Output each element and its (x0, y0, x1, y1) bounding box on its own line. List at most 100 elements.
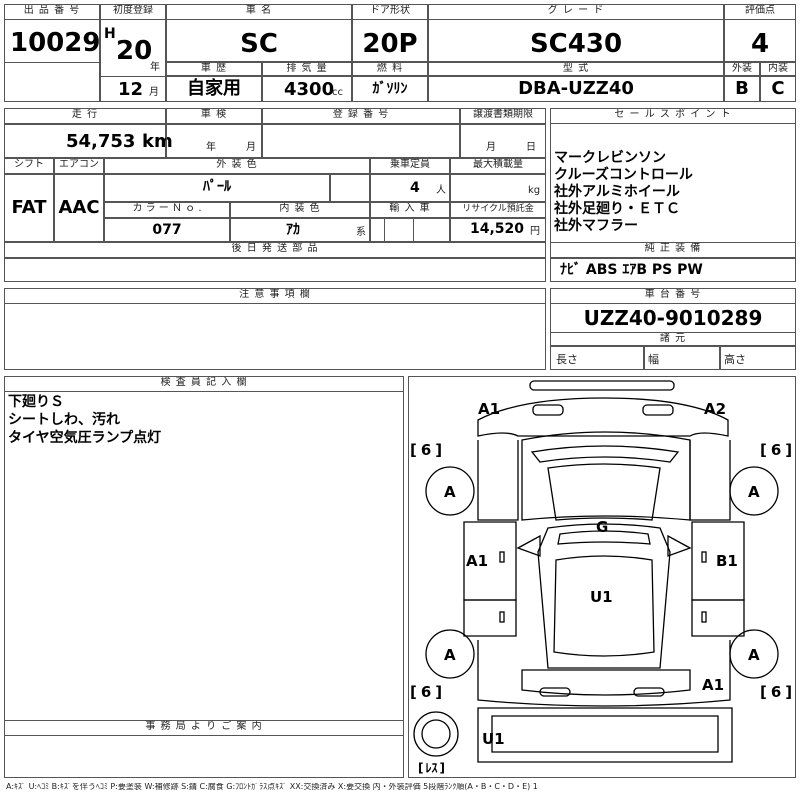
first-reg-year: 20 (116, 36, 153, 66)
max-load-unit: kg (528, 185, 541, 196)
label-floor: U1 (590, 588, 613, 606)
shift: FAT (11, 197, 47, 218)
month-unit: 月 (149, 87, 159, 98)
month-cell (100, 76, 166, 102)
left-mirror (516, 534, 541, 557)
int-color-cell (230, 218, 370, 242)
cabin (537, 523, 671, 669)
first-reg-month: 12 (118, 79, 144, 100)
right-front-fender (689, 440, 731, 521)
width-label: 幅 (648, 353, 659, 366)
rear-lamp-left (539, 687, 571, 697)
label-tire-rl: [6] (410, 683, 442, 701)
label-wheel-rr: A (748, 646, 760, 664)
int-color-unit: 系 (356, 227, 366, 238)
rear-lamp-right (633, 687, 665, 697)
ext-color: ﾊﾟｰﾙ (203, 179, 231, 195)
recycle-cell (450, 218, 546, 242)
fuel-label: 燃 料 (352, 62, 428, 76)
later-parts-cell (4, 258, 546, 282)
model: DBA-UZZ40 (518, 78, 634, 99)
hood (521, 431, 691, 521)
office-label: 事 務 局 よ り ご 案 内 (4, 720, 404, 736)
reg-no-cell (262, 124, 460, 158)
label-roof: G (596, 518, 608, 536)
chassis-no: UZZ40-9010289 (583, 306, 763, 330)
mileage-unit: km (142, 131, 173, 152)
length-label: 長さ (556, 353, 578, 366)
transfer-day-unit: 日 (526, 142, 536, 153)
lot-no-label: 出 品 番 号 (4, 4, 100, 20)
int-color: ｱｶ (286, 222, 300, 238)
label-a2-front: A2 (704, 400, 726, 418)
car-name-label: 車 名 (166, 4, 352, 20)
grade-label: グ レ ー ド (428, 4, 724, 20)
rear-body (477, 640, 731, 707)
max-load-label: 最大積載量 (450, 158, 546, 174)
tire-fl-value: 6 (421, 441, 431, 459)
right-door-2 (691, 599, 745, 637)
label-wheel-fr: A (748, 483, 760, 501)
capacity-unit: 人 (436, 185, 446, 196)
model-cell (428, 76, 724, 102)
label-rear-bottom: U1 (482, 730, 505, 748)
interior-cell (760, 76, 796, 102)
front-bumper (529, 380, 675, 391)
sales-point-2: クルーズコントロール (554, 167, 693, 183)
caution-label: 注 意 事 項 欄 (4, 288, 546, 304)
reg-no-label: 登 録 番 号 (262, 108, 460, 124)
ac-label: エアコン (54, 158, 104, 174)
label-right-side: B1 (716, 552, 738, 570)
legend: A:ｷｽﾞ U:ﾍｺﾐ B:ｷｽﾞを伴うﾍｺﾐ P:要塗装 W:補修跡 S:錆 … (6, 783, 538, 791)
displacement: 4300 (284, 79, 335, 100)
trunk (521, 669, 691, 696)
height-label: 高さ (724, 353, 746, 366)
specs-label: 諸 元 (550, 332, 796, 346)
width-cell (644, 346, 720, 370)
model-label: 型 式 (428, 62, 724, 76)
inspector-label: 検 査 員 記 入 欄 (4, 376, 404, 392)
import-cell (370, 218, 450, 242)
score: 4 (750, 29, 770, 59)
sales-point-5: 社外マフラー (554, 218, 638, 234)
label-rear-right: A1 (702, 676, 724, 694)
first-reg-label: 初度登録 (100, 4, 166, 20)
interior-score: C (771, 78, 785, 99)
inspection-cell (166, 124, 262, 158)
ext-color-cell (104, 174, 330, 202)
tire-rr-value: 6 (771, 683, 781, 701)
import-label: 輸 入 車 (370, 202, 450, 218)
color-no-label: カ ラ ー Ｎ ｏ . (104, 202, 230, 218)
front-grille-right (642, 404, 674, 416)
inspector-line-3: タイヤ空気圧ランプ点灯 (8, 430, 162, 446)
ac-cell (54, 174, 104, 242)
left-handle (499, 551, 505, 563)
left-handle-2 (499, 611, 505, 623)
equipment-cell (550, 258, 796, 282)
sales-label: セ ー ル ス ポ イ ン ト (550, 108, 796, 124)
car-diagram: A1 A2 [6] [6] A A G A1 B1 U1 A A A1 [6] … (410, 380, 792, 775)
chassis-label: 車 台 番 号 (550, 288, 796, 304)
wheel-fr (729, 466, 779, 516)
shift-cell (4, 174, 54, 242)
spare-tire (413, 711, 459, 757)
score-label: 評価点 (724, 4, 796, 20)
shift-label: シフト (4, 158, 54, 174)
length-cell (550, 346, 644, 370)
inspector-line-2: シートしわ、汚れ (8, 412, 120, 428)
wheel-fl (425, 466, 475, 516)
right-handle-2 (701, 611, 707, 623)
inspector-line-1: 下廻りＳ (8, 394, 64, 410)
roof-front (557, 530, 651, 545)
fuel-cell (352, 76, 428, 102)
ext-color-label: 外 装 色 (104, 158, 370, 174)
tire-fr-value: 6 (771, 441, 781, 459)
label-no-spare: [ﾚｽ] (418, 761, 445, 775)
tire-rl-value: 6 (421, 683, 431, 701)
transfer-cell (460, 124, 546, 158)
equipment-label: 純 正 装 備 (550, 242, 796, 258)
recycle: 14,520 (470, 221, 525, 237)
inspection-month-unit: 月 (246, 142, 256, 153)
capacity-cell (370, 174, 450, 202)
sales-point-4: 社外足廻り・ＥＴＣ (554, 201, 680, 217)
